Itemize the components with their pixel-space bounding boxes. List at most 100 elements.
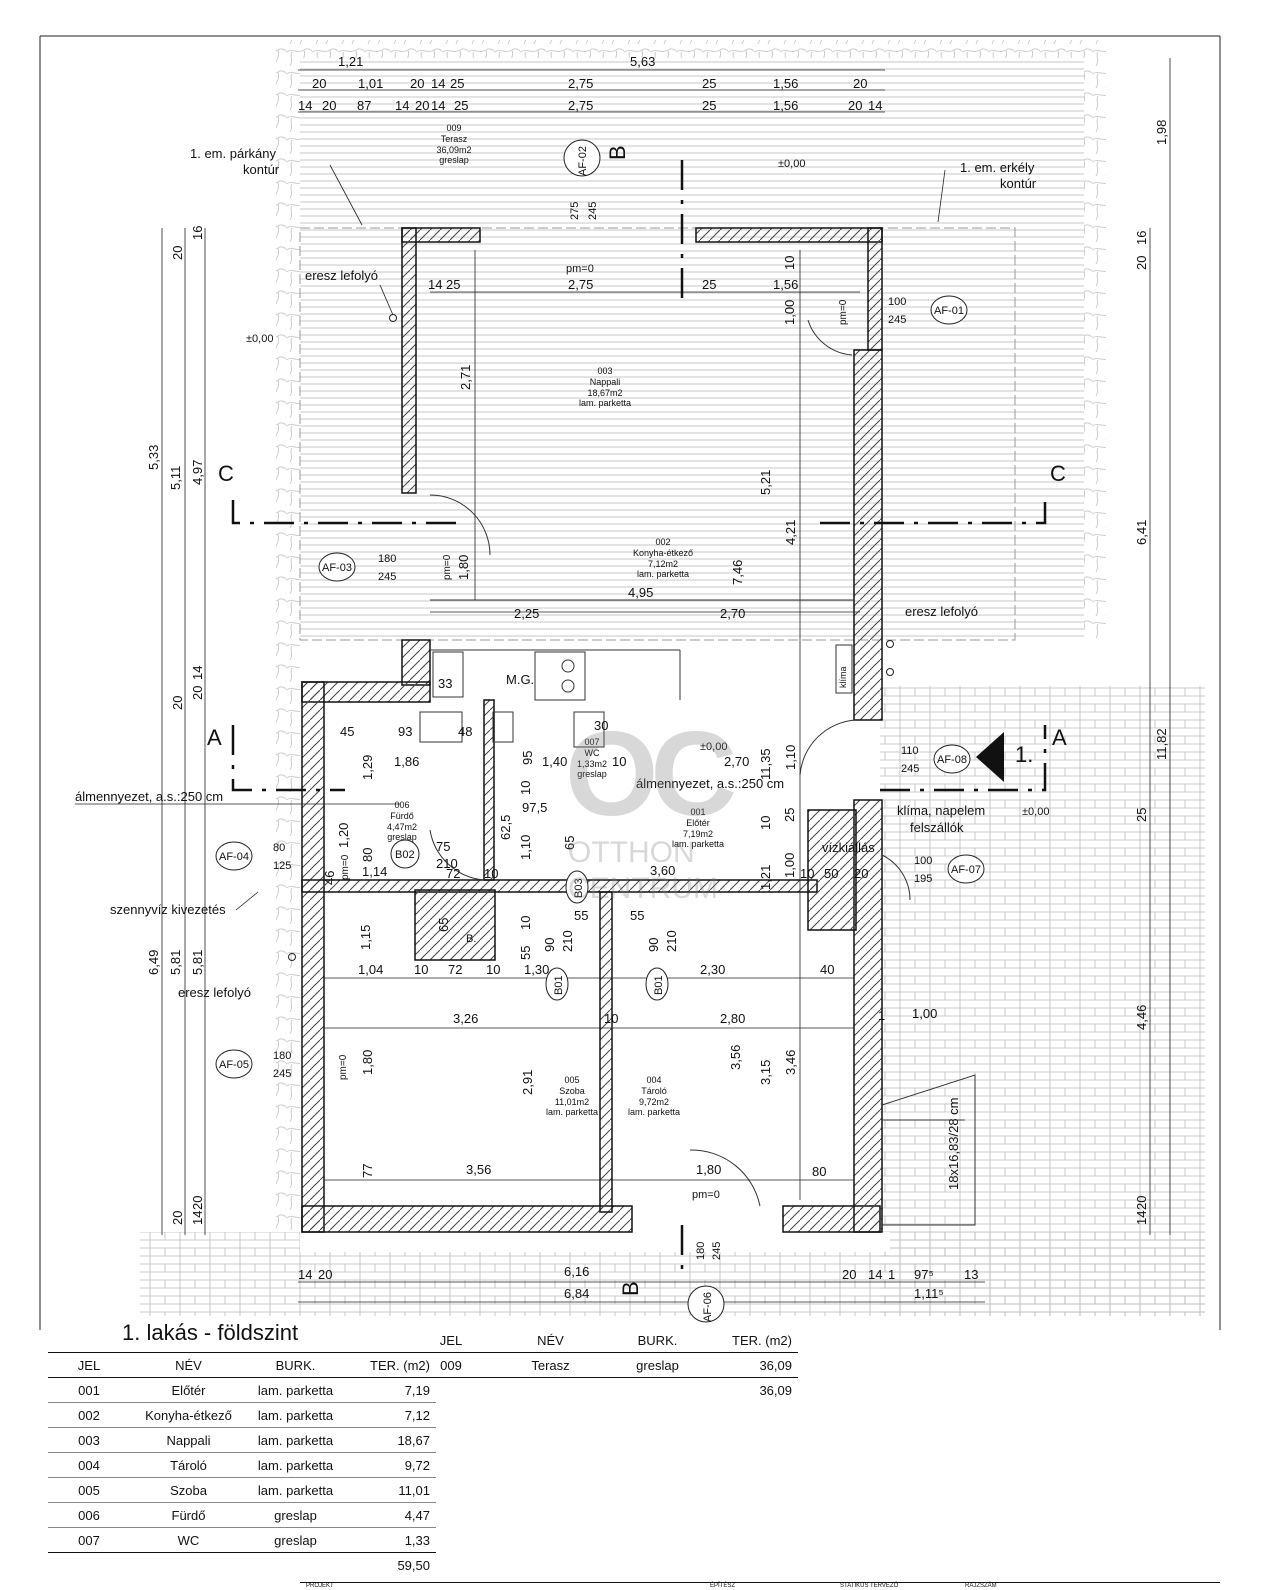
svg-text:Terasz: Terasz	[441, 134, 468, 144]
erkely-label: 1. em. erkély	[960, 160, 1035, 175]
svg-text:1,40: 1,40	[542, 754, 567, 769]
svg-text:48: 48	[458, 724, 472, 739]
svg-text:210: 210	[664, 930, 679, 952]
col-burk: BURK.	[247, 1352, 344, 1378]
svg-text:20: 20	[190, 686, 205, 700]
svg-text:245: 245	[888, 314, 906, 326]
svg-text:10: 10	[518, 916, 533, 930]
svg-text:14: 14	[431, 76, 445, 91]
svg-text:1,86: 1,86	[394, 754, 419, 769]
svg-text:1: 1	[878, 1008, 885, 1023]
svg-text:Nappali: Nappali	[590, 377, 621, 387]
floor-marker: 1.	[1015, 742, 1033, 767]
svg-text:1,30: 1,30	[524, 962, 549, 977]
svg-text:1,14: 1,14	[362, 864, 387, 879]
svg-text:1,15: 1,15	[358, 925, 373, 950]
svg-text:1,20: 1,20	[336, 823, 351, 848]
inner-dimensions: 14 25 2,75 25 1,56 10 1,00 2,71 5,21 4,2…	[322, 256, 961, 1190]
window-af-05: AF-05 180 245	[215, 1049, 291, 1080]
title-block-cell: RAJZSZÁM	[965, 1583, 997, 1589]
svg-text:245: 245	[587, 202, 599, 220]
level-mark-2: ±0,00	[246, 333, 273, 345]
door-b03: B03	[565, 870, 589, 904]
svg-text:AF-01: AF-01	[934, 305, 964, 317]
col-nev: NÉV	[130, 1352, 247, 1378]
svg-text:77: 77	[360, 1164, 375, 1178]
room-eloter: 001 Előtér 7,19m2 lam. parketta	[672, 807, 724, 849]
svg-text:OTTHON: OTTHON	[568, 836, 695, 869]
svg-text:11,35: 11,35	[758, 748, 773, 780]
svg-text:80: 80	[360, 848, 375, 862]
room-labels: 009 Terasz 36,09m2 greslap 003 Nappali 1…	[387, 123, 724, 1117]
svg-text:14: 14	[190, 666, 205, 680]
svg-text:275: 275	[569, 202, 581, 220]
svg-text:001: 001	[690, 807, 705, 817]
svg-text:2,75: 2,75	[568, 277, 593, 292]
col-jel: JEL	[48, 1352, 130, 1378]
pm-6: pm=0	[692, 1189, 720, 1201]
site-surfaces	[140, 40, 1205, 1316]
pm-2: pm=0	[838, 299, 849, 325]
svg-text:greslap: greslap	[387, 832, 417, 842]
svg-text:10: 10	[758, 816, 773, 830]
svg-text:004: 004	[646, 1075, 661, 1085]
svg-text:14: 14	[190, 1211, 205, 1225]
pm-1: pm=0	[566, 263, 594, 275]
svg-text:100: 100	[888, 296, 906, 308]
svg-text:55: 55	[518, 946, 533, 960]
window-af-07: AF-07 100 195	[914, 854, 985, 885]
svg-text:25: 25	[782, 808, 797, 822]
svg-text:1,01: 1,01	[358, 76, 383, 91]
svg-text:180: 180	[695, 1242, 707, 1260]
svg-text:97⁵: 97⁵	[914, 1267, 934, 1282]
svg-text:1,80: 1,80	[360, 1050, 375, 1075]
svg-text:AF-05: AF-05	[219, 1059, 249, 1071]
side-dimensions: 1,98 20 16 6,41 11,82 25 4,46 14 20 20 1…	[146, 120, 1169, 1225]
svg-text:18,67m2: 18,67m2	[587, 388, 622, 398]
svg-text:50: 50	[824, 866, 838, 881]
svg-text:1,21: 1,21	[338, 54, 363, 69]
col-ter: TER. (m2)	[706, 1328, 798, 1353]
section-c-left: C	[218, 461, 234, 486]
section-c-right: C	[1050, 461, 1066, 486]
svg-text:1,33m2: 1,33m2	[577, 759, 607, 769]
svg-text:62,5: 62,5	[498, 815, 513, 840]
room-nappali: 003 Nappali 18,67m2 lam. parketta	[579, 366, 631, 408]
svg-text:4,95: 4,95	[628, 585, 653, 600]
svg-text:1,98: 1,98	[1154, 120, 1169, 145]
svg-text:14: 14	[395, 98, 409, 113]
vizkiallas-label: vízkiállás	[822, 840, 875, 855]
room-szoba: 005 Szoba 11,01m2 lam. parketta	[546, 1075, 598, 1117]
door-b01-right: B01	[645, 967, 669, 1001]
svg-text:180: 180	[273, 1050, 291, 1062]
svg-text:14: 14	[1134, 1211, 1149, 1225]
pm-5: pm=0	[338, 1054, 349, 1080]
section-markers: B B C C A A 1.	[207, 145, 1067, 1296]
svg-text:Szoba: Szoba	[559, 1086, 585, 1096]
level-mark-4: ±0,00	[1022, 806, 1049, 818]
interior-lines	[419, 319, 976, 1226]
svg-text:2,70: 2,70	[720, 606, 745, 621]
svg-text:93: 93	[398, 724, 412, 739]
felszallok-label: felszállók	[910, 820, 964, 835]
svg-text:B01: B01	[553, 975, 565, 995]
schedule-title: 1. lakás - földszint	[122, 1320, 299, 1345]
room-konyha: 002 Konyha-étkező 7,12m2 lam. parketta	[633, 537, 693, 579]
level-mark-1: ±0,00	[778, 158, 805, 170]
svg-text:1,00: 1,00	[912, 1006, 937, 1021]
svg-text:16: 16	[1134, 231, 1149, 245]
svg-text:36,09m2: 36,09m2	[436, 145, 471, 155]
svg-text:20: 20	[415, 98, 429, 113]
svg-text:87: 87	[357, 98, 371, 113]
svg-text:25: 25	[1134, 808, 1149, 822]
svg-text:B03: B03	[573, 878, 585, 898]
svg-text:16: 16	[190, 226, 205, 240]
svg-text:20: 20	[170, 696, 185, 710]
sheet-frame	[39, 35, 1221, 1330]
svg-text:55: 55	[574, 908, 588, 923]
svg-text:2,25: 2,25	[514, 606, 539, 621]
svg-text:WC: WC	[585, 748, 600, 758]
svg-text:006: 006	[394, 800, 409, 810]
level-mark-3: ±0,00	[700, 741, 727, 753]
